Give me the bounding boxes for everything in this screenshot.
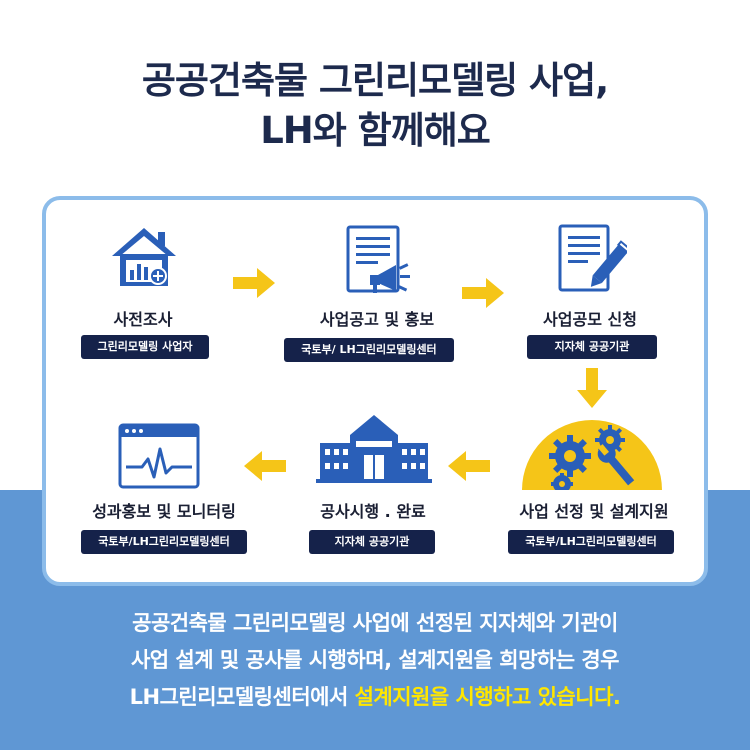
step-6-title: 성과홍보 및 모니터링 [92, 502, 236, 521]
arrow-left-icon [448, 451, 490, 485]
description-highlight: 시행하고 있습니다. [455, 685, 621, 709]
description-highlight: 을 [429, 685, 456, 709]
document-pen-icon [557, 224, 627, 296]
arrow-down-icon [577, 368, 607, 412]
description-line-3: LH그린리모델링센터에서 설계지원을 시행하고 있습니다. [0, 679, 750, 715]
arrow-left-icon [244, 451, 286, 485]
step-6-tag: 국토부/LH그린리모델링센터 [81, 530, 247, 554]
step-2-title: 사업공고 및 홍보 [319, 310, 435, 329]
step-5-tag: 지자체 공공기관 [309, 530, 435, 554]
monitor-pulse-icon [118, 423, 200, 489]
description-line-1: 공공건축물 그린리모델링 사업에 선정된 지자체와 기관이 [132, 611, 618, 635]
step-3-title: 사업공모 신청 [543, 310, 637, 329]
step-1-tag: 그린리모델링 사업자 [81, 335, 209, 359]
step-5-title: 공사시행 . 완료 [320, 502, 426, 521]
description-text: LH그린리모델링센터에서 [129, 685, 355, 709]
page-title-line-2: LH와 함께해요 [260, 109, 491, 152]
document-megaphone-icon [344, 225, 416, 297]
description-highlight: 설계지원 [354, 685, 431, 709]
page-title-line-1: 공공건축물 그린리모델링 사업, [141, 59, 609, 102]
gears-wrench-icon [522, 404, 662, 490]
step-2-tag: 국토부/ LH그린리모델링센터 [284, 338, 454, 362]
step-4-tag: 국토부/LH그린리모델링센터 [508, 530, 674, 554]
description-line-2: 사업 설계 및 공사를 시행하며, 설계지원을 희망하는 경우 [130, 648, 620, 672]
step-4-title: 사업 선정 및 설계지원 [519, 502, 669, 521]
public-building-icon [316, 413, 432, 483]
step-1-title: 사전조사 [113, 310, 173, 329]
arrow-right-icon [462, 278, 504, 312]
house-chart-icon [110, 224, 178, 290]
step-3-tag: 지자체 공공기관 [527, 335, 657, 359]
arrow-right-icon [233, 268, 275, 302]
